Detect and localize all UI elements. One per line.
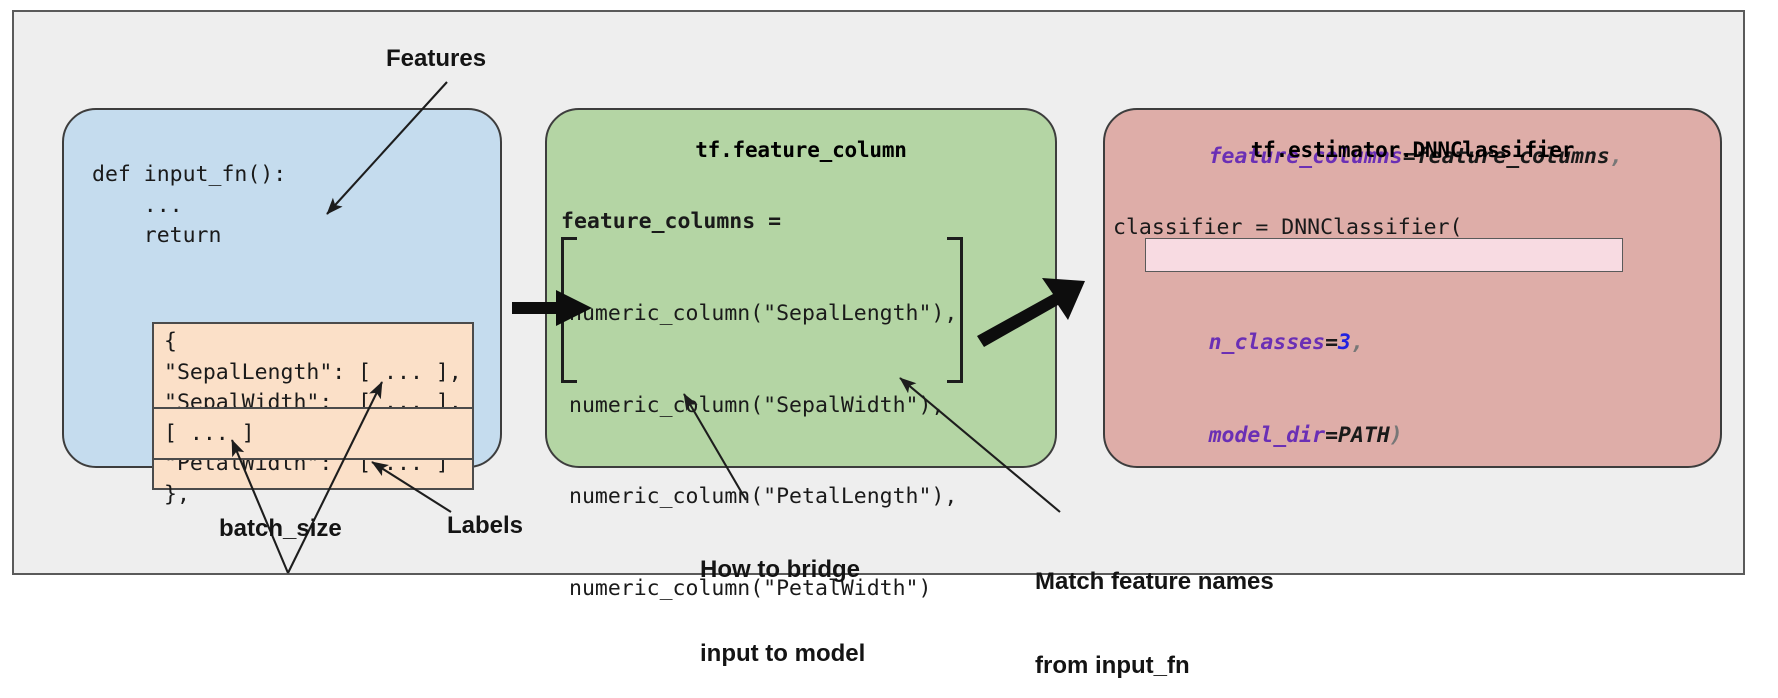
list-item: numeric_column("PetalLength"), bbox=[569, 484, 958, 509]
arg-value: feature_columns bbox=[1415, 144, 1610, 169]
arg-name: feature_columns bbox=[1208, 144, 1403, 169]
labels-list-code: [ ... ] bbox=[164, 421, 255, 446]
label-labels: Labels bbox=[447, 512, 524, 539]
panel-feature-column: tf.feature_column feature_columns = nume… bbox=[545, 108, 1057, 601]
arg-name: n_classes bbox=[1208, 330, 1326, 355]
arg-trail: , bbox=[1609, 144, 1623, 169]
arg-eq: = bbox=[1325, 330, 1339, 355]
panel-dnn-classifier: tf.estimator.DNNClassifier classifier = … bbox=[1103, 108, 1722, 468]
label-line: input to model bbox=[700, 640, 866, 667]
feature-columns-assignment: feature_columns = bbox=[561, 209, 782, 234]
label-features: Features bbox=[386, 45, 487, 72]
arg-row: n_classes=3, bbox=[1105, 296, 1720, 389]
arg-trail: ) bbox=[1389, 423, 1403, 448]
label-line: How to bridge bbox=[700, 556, 860, 583]
input-fn-header-code: def input_fn(): ... return bbox=[92, 162, 287, 248]
arg-value: PATH bbox=[1338, 423, 1390, 448]
arg-row: model_dir=PATH) bbox=[1105, 389, 1720, 482]
label-batch-size: batch_size bbox=[219, 515, 342, 542]
list-item: numeric_column("PetalWidth") bbox=[569, 575, 932, 601]
list-item: numeric_column("SepalLength"), bbox=[569, 301, 958, 326]
arg-row: feature_columns=feature_columns, bbox=[1105, 110, 1720, 203]
label-line: Match feature names bbox=[1035, 568, 1274, 595]
arg-name: model_dir bbox=[1208, 423, 1326, 448]
labels-list-box: [ ... ] bbox=[152, 407, 474, 460]
numeric-column-list: numeric_column("SepalLength"), numeric_c… bbox=[569, 238, 957, 665]
label-match-feature-names: Match feature names from input_fn bbox=[1035, 512, 1274, 698]
list-item: numeric_column("SepalWidth"), bbox=[569, 392, 945, 418]
label-line: from input_fn bbox=[1035, 652, 1190, 679]
arg-value: 3 bbox=[1338, 330, 1351, 355]
feature-columns-highlight-box bbox=[1145, 238, 1623, 272]
arg-eq: = bbox=[1402, 144, 1416, 169]
label-how-to-bridge: How to bridge input to model (feature co… bbox=[700, 500, 888, 698]
features-dict-box: { "SepalLength": [ ... ], "SepalWidth": … bbox=[152, 322, 474, 507]
classifier-args-list: feature_columns=feature_columns, hidden_… bbox=[1105, 110, 1720, 482]
classifier-call-head: classifier = DNNClassifier( bbox=[1113, 215, 1463, 240]
dnn-classifier-title: tf.estimator.DNNClassifier bbox=[1250, 138, 1575, 162]
arg-trail: , bbox=[1350, 330, 1364, 355]
feature-column-title: tf.feature_column bbox=[695, 138, 907, 162]
panel-input-fn: def input_fn(): ... return { "SepalLengt… bbox=[62, 108, 502, 507]
arg-eq: = bbox=[1325, 423, 1339, 448]
